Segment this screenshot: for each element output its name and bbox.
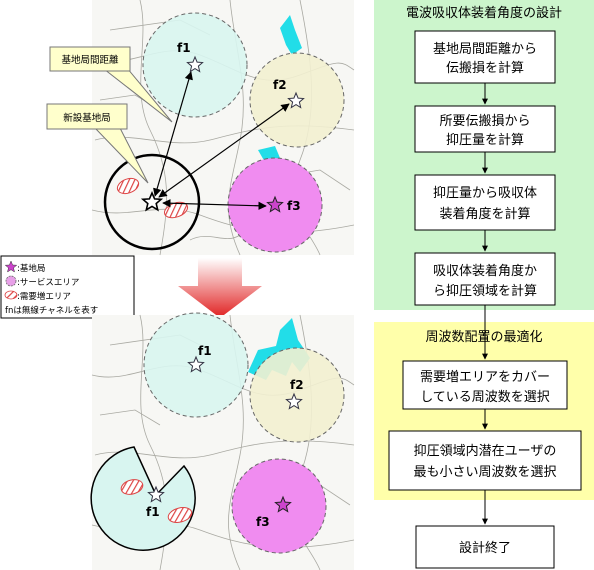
cell-f3-label: f3	[287, 199, 301, 213]
new-station-star	[140, 191, 164, 212]
legend-demand-area-label: :需要増エリア	[17, 291, 71, 302]
legend-box	[0, 255, 135, 319]
flow-end-box	[415, 525, 555, 569]
callout-distance-box	[49, 46, 131, 72]
flow-step-3-line-2: 装着角度を計算	[439, 206, 530, 222]
flow-step-6-line-2: 最も小さい周波数を選択	[413, 465, 556, 480]
flow-step-5-line-1: 需要増エリアをカバー	[420, 370, 550, 385]
flow-end-text: 設計終了	[459, 540, 511, 556]
flow-step-5-line-2: している周波数を選択	[420, 390, 550, 405]
flowchart: 電波吸収体装着角度の設計 周波数配置の最適化 基地局間距離から 伝搬損を計算 所…	[374, 0, 594, 569]
bottom-cell-f2-label: f2	[290, 378, 304, 392]
station-f2-star	[287, 91, 305, 109]
flow-section-optimize-title: 周波数配置の最適化	[425, 329, 542, 345]
circle-icon	[5, 275, 17, 287]
flow-step-4-line-2: ら抑圧領域を計算	[433, 283, 537, 299]
bottom-map: f1 f2 f3 f1	[90, 312, 355, 570]
cell-f2-label: f2	[273, 78, 287, 92]
flow-step-2-line-1: 所要伝搬損から	[439, 114, 530, 129]
transition-down-arrow	[178, 258, 262, 318]
bottom-station-f2-star	[285, 392, 303, 410]
flow-step-2-line-2: 抑圧量を計算	[446, 132, 524, 148]
bottom-station-f1-star	[187, 355, 205, 373]
hatched-ellipse-icon	[4, 290, 18, 300]
flow-step-1-line-2: 伝搬損を計算	[446, 60, 524, 76]
bottom-demand-area-2	[167, 507, 193, 523]
flow-step-4-box	[414, 252, 556, 306]
legend-service-area-label: :サービスエリア	[17, 278, 79, 288]
legend-station-label: :基地局	[17, 263, 45, 274]
flow-step-4-line-1: 吸収体装着角度か	[433, 263, 537, 279]
bottom-demand-area-1	[120, 479, 144, 495]
callout-distance-text: 基地局間距離	[61, 54, 119, 66]
demand-area-1	[116, 177, 140, 195]
flow-step-5-box	[402, 360, 568, 410]
station-f1-star	[186, 55, 204, 73]
bottom-cell-f2-area	[249, 347, 345, 443]
flow-step-2-box	[414, 105, 556, 153]
flow-step-1-box	[414, 30, 556, 84]
new-station-sector-area	[90, 446, 196, 551]
legend: :基地局 :サービスエリア :需要増エリア fnは無線チャネルを表す	[0, 255, 135, 319]
cell-f1-label: f1	[177, 41, 191, 55]
distance-arrow-f3	[162, 199, 267, 210]
legend-note: fnは無線チャネルを表す	[5, 305, 98, 316]
top-map: f1 f2 f3 基地局間距離 新設基地局	[46, 0, 355, 256]
bottom-new-cell-f1-label: f1	[146, 505, 160, 519]
top-map-water	[280, 15, 302, 55]
flow-section-design-title: 電波吸収体装着角度の設計	[406, 5, 562, 21]
flow-step-3-line-1: 抑圧量から吸収体	[433, 186, 537, 201]
callout-new-station-box	[46, 103, 128, 130]
bottom-station-f3-star	[274, 495, 292, 513]
station-f3-star	[266, 195, 284, 213]
flow-step-6-box	[388, 430, 582, 491]
distance-arrow-f2	[158, 103, 290, 198]
flow-step-6-line-1: 抑圧領域内潜在ユーザの	[414, 443, 557, 459]
bottom-cell-f3-label: f3	[256, 515, 270, 529]
flow-step-3-box	[414, 174, 556, 231]
bottom-cell-f1-label: f1	[198, 344, 212, 358]
flow-step-1-line-1: 基地局間距離から	[433, 42, 537, 57]
bottom-new-station-star	[147, 485, 165, 503]
callout-new-station-text: 新設基地局	[63, 112, 111, 124]
star-icon	[4, 260, 18, 273]
